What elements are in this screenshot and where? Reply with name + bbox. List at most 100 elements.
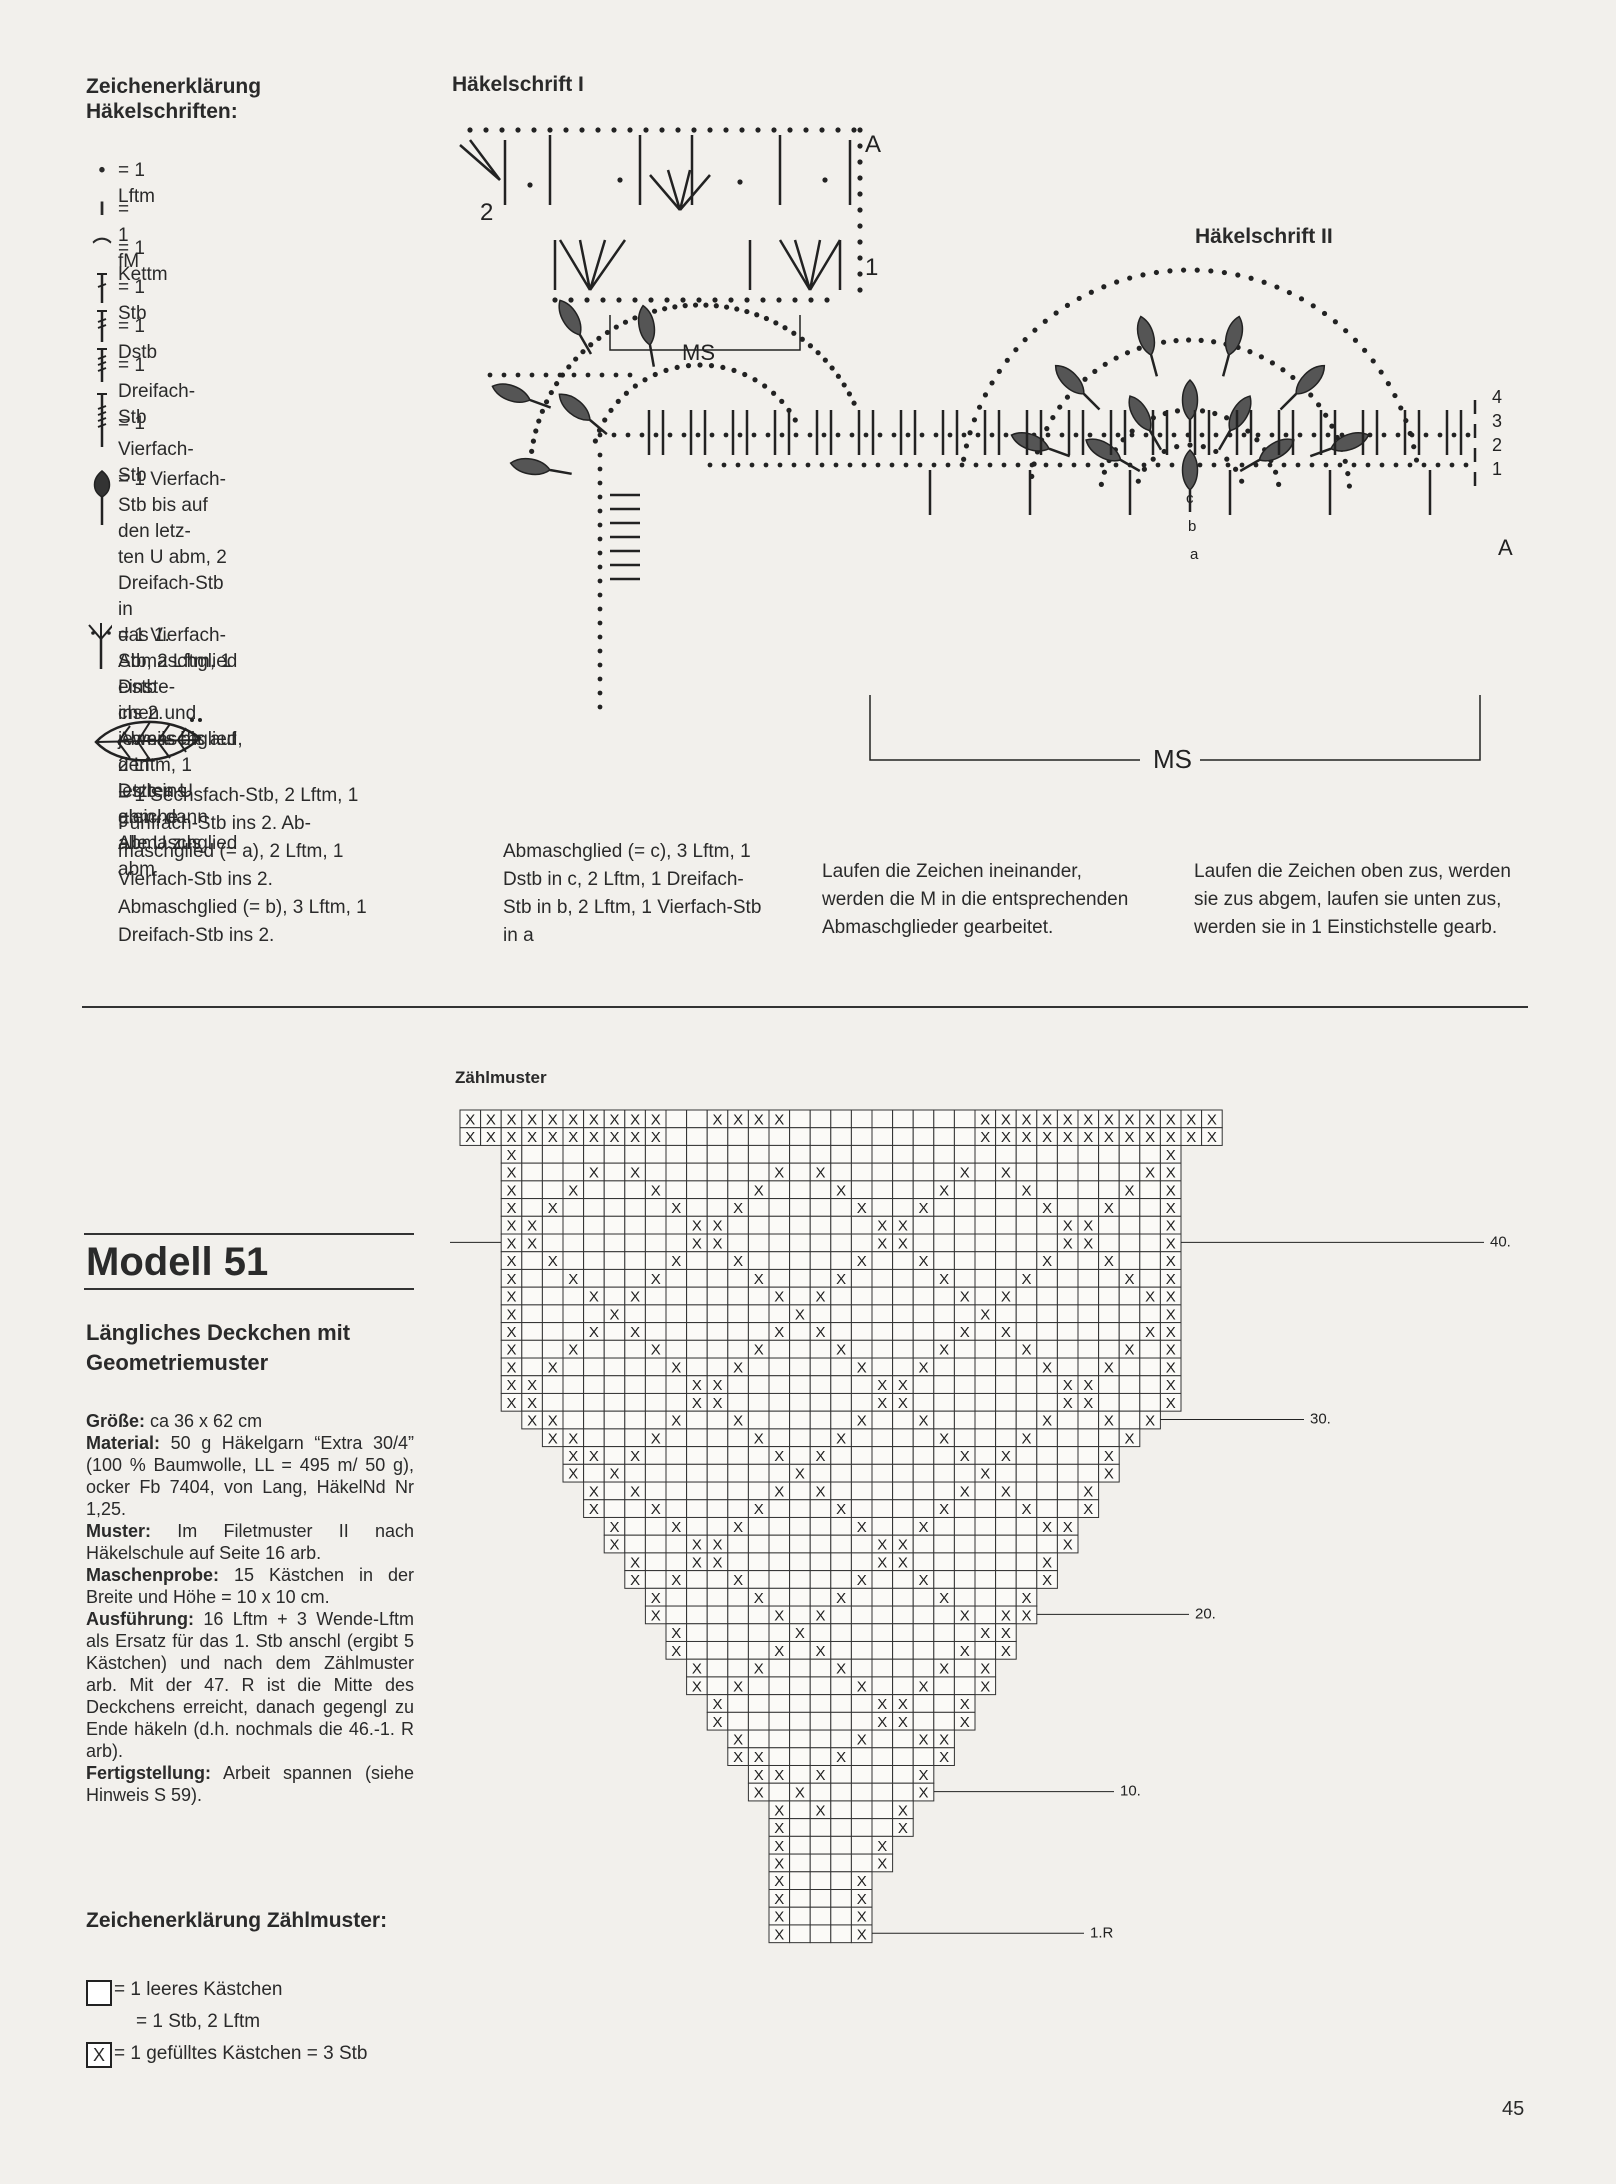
chart-cell	[975, 1411, 996, 1429]
chart-cell	[707, 1128, 728, 1146]
chart-x-mark: X	[857, 1678, 867, 1695]
chart-cell	[563, 1199, 584, 1217]
chart-cell	[645, 1287, 666, 1305]
chain-dot	[614, 373, 619, 378]
chart-cell	[810, 1110, 831, 1128]
chain-dot	[808, 343, 813, 348]
chart-x-mark: X	[712, 1111, 722, 1128]
chain-dot	[1233, 467, 1238, 472]
chart-cell	[872, 1588, 893, 1606]
chart-cell	[604, 1252, 625, 1270]
chain-dot	[598, 551, 603, 556]
chain-dot	[1235, 272, 1240, 277]
chart-cell	[748, 1730, 769, 1748]
chain-dot	[1101, 284, 1106, 289]
chart-x-mark: X	[609, 1519, 619, 1536]
chart-cell	[625, 1181, 646, 1199]
chart-x-mark: X	[857, 1413, 867, 1430]
diagram2-title: Häkelschrift II	[1195, 224, 1333, 249]
chart-cell	[851, 1819, 872, 1837]
chart-cell	[563, 1145, 584, 1163]
chart-cell	[831, 1216, 852, 1234]
chart-x-mark: X	[1166, 1182, 1176, 1199]
chart-cell	[769, 1659, 790, 1677]
chain-dot	[1422, 463, 1427, 468]
chain-dot	[540, 409, 545, 414]
chain-dot	[598, 607, 603, 612]
chart-cell	[707, 1340, 728, 1358]
legend-empty-box-icon	[86, 1980, 112, 2006]
chart-cell	[913, 1234, 934, 1252]
chain-dot	[1299, 296, 1304, 301]
chain-dot	[1410, 433, 1415, 438]
chart-cell	[728, 1712, 749, 1730]
chart-x-mark: X	[1166, 1165, 1176, 1182]
chart-cell	[790, 1287, 811, 1305]
chart-x-mark: X	[877, 1554, 887, 1571]
chart-cell	[604, 1500, 625, 1518]
chart-cell	[1057, 1181, 1078, 1199]
chain-dot	[659, 127, 664, 132]
chart-cell	[790, 1517, 811, 1535]
chart-cell	[934, 1234, 955, 1252]
chart-cell	[1037, 1535, 1058, 1553]
chart-cell	[1078, 1464, 1099, 1482]
chart-cell	[790, 1216, 811, 1234]
chart-cell	[975, 1429, 996, 1447]
chart-x-mark: X	[898, 1820, 908, 1837]
chart-cell	[707, 1305, 728, 1323]
chart-cell	[851, 1464, 872, 1482]
chart-cell	[872, 1659, 893, 1677]
chart-cell	[810, 1677, 831, 1695]
chart-cell	[666, 1216, 687, 1234]
chart-x-mark: X	[589, 1165, 599, 1182]
chart-x-mark: X	[651, 1607, 661, 1624]
chart-x-mark: X	[712, 1537, 722, 1554]
chart-x-mark: X	[1021, 1342, 1031, 1359]
chart-x-mark: X	[1001, 1165, 1011, 1182]
chart-x-mark: X	[1166, 1306, 1176, 1323]
chart-x-mark: X	[877, 1377, 887, 1394]
chart-cell	[707, 1145, 728, 1163]
chart-cell	[851, 1854, 872, 1872]
chart-x-mark: X	[589, 1324, 599, 1341]
chart-x-mark: X	[815, 1643, 825, 1660]
chain-dot	[598, 593, 603, 598]
chart-cell	[913, 1482, 934, 1500]
legend-filled-box-icon: X	[86, 2042, 112, 2068]
chart-x-mark: X	[1166, 1129, 1176, 1146]
chart-cell	[584, 1393, 605, 1411]
chart-x-mark: X	[506, 1111, 516, 1128]
chart-cell	[851, 1323, 872, 1341]
chart-cell	[707, 1500, 728, 1518]
chain-dot	[989, 380, 994, 385]
chain-dot	[554, 381, 559, 386]
chain-dot	[549, 390, 554, 395]
chart-cell	[666, 1287, 687, 1305]
chart-cell	[872, 1358, 893, 1376]
chart-cell	[666, 1482, 687, 1500]
chart-cell	[645, 1482, 666, 1500]
chart-cell	[1016, 1411, 1037, 1429]
chart-cell	[851, 1588, 872, 1606]
chart-x-mark: X	[1104, 1253, 1114, 1270]
chart-cell	[810, 1783, 831, 1801]
chart-cell	[872, 1571, 893, 1589]
chart-cell	[996, 1393, 1017, 1411]
chart-cell	[790, 1765, 811, 1783]
chart-x-mark: X	[939, 1342, 949, 1359]
chart-x-mark: X	[506, 1306, 516, 1323]
chart-cell	[1037, 1464, 1058, 1482]
leaf-cluster	[1216, 315, 1247, 379]
chain-dot	[778, 463, 783, 468]
chart-cell	[1016, 1376, 1037, 1394]
chart-x-mark: X	[815, 1324, 825, 1341]
chart-cell	[1057, 1323, 1078, 1341]
chart-x-mark: X	[609, 1306, 619, 1323]
chart-x-mark: X	[1166, 1271, 1176, 1288]
chart-cell	[996, 1588, 1017, 1606]
chart-cell	[872, 1624, 893, 1642]
note-abmaschglied: Abmaschglied (= c), 3 Lftm, 1 Dstb in c,…	[503, 838, 803, 950]
chart-cell	[831, 1482, 852, 1500]
chart-cell	[584, 1269, 605, 1287]
